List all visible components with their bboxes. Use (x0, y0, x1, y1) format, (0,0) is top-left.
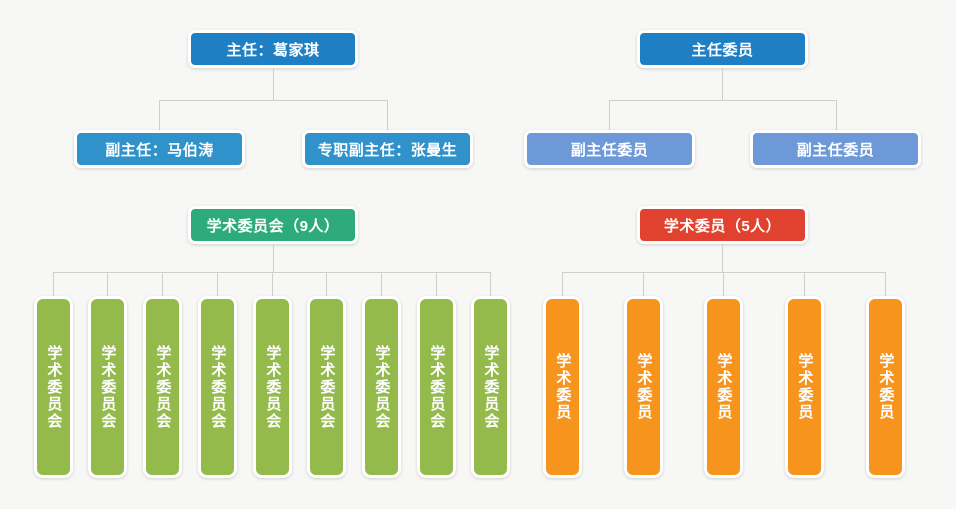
right-root-stem (722, 68, 723, 100)
right-leaf-drop-5 (885, 272, 886, 296)
left-leaf-node-8[interactable]: 学术委员会 (417, 296, 456, 478)
left-leaf-node-2[interactable]: 学术委员会 (88, 296, 127, 478)
left-deputy-drop-1 (159, 100, 160, 130)
right-leaf-label-4: 学术委员 (796, 353, 814, 421)
right-leaf-node-3[interactable]: 学术委员 (704, 296, 743, 478)
right-leaf-label-3: 学术委员 (715, 353, 733, 421)
left-leaf-node-7[interactable]: 学术委员会 (362, 296, 401, 478)
right-leaf-label-2: 学术委员 (635, 353, 653, 421)
left-leaf-label-6: 学术委员会 (318, 344, 336, 430)
left-leaf-node-4[interactable]: 学术委员会 (198, 296, 237, 478)
right-deputy-drop-2 (836, 100, 837, 130)
left-leaf-label-8: 学术委员会 (428, 344, 446, 430)
left-group-stem (273, 244, 274, 272)
left-leaf-node-1[interactable]: 学术委员会 (34, 296, 73, 478)
left-deputy-bus (159, 100, 387, 101)
left-deputy-drop-2 (387, 100, 388, 130)
right-leaf-drop-2 (643, 272, 644, 296)
left-leaf-label-9: 学术委员会 (482, 344, 500, 430)
right-leaf-drop-4 (804, 272, 805, 296)
left-leaf-label-4: 学术委员会 (209, 344, 227, 430)
left-leaf-node-9[interactable]: 学术委员会 (471, 296, 510, 478)
left-leaf-bus (53, 272, 490, 273)
left-deputy-node-1[interactable]: 副主任：马伯涛 (74, 130, 245, 168)
right-group-stem (722, 244, 723, 272)
right-leaf-label-5: 学术委员 (877, 353, 895, 421)
left-leaf-drop-7 (381, 272, 382, 296)
right-leaf-bus (562, 272, 886, 273)
left-leaf-drop-1 (53, 272, 54, 296)
right-leaf-label-1: 学术委员 (554, 353, 572, 421)
right-root-node[interactable]: 主任委员 (637, 30, 808, 68)
left-leaf-node-5[interactable]: 学术委员会 (253, 296, 292, 478)
left-leaf-drop-4 (217, 272, 218, 296)
left-leaf-label-1: 学术委员会 (45, 344, 63, 430)
left-root-node[interactable]: 主任：葛家琪 (188, 30, 358, 68)
right-leaf-node-2[interactable]: 学术委员 (624, 296, 663, 478)
right-leaf-node-5[interactable]: 学术委员 (866, 296, 905, 478)
left-leaf-drop-3 (162, 272, 163, 296)
right-leaf-drop-1 (562, 272, 563, 296)
left-leaf-label-3: 学术委员会 (154, 344, 172, 430)
left-leaf-drop-2 (107, 272, 108, 296)
right-deputy-node-1[interactable]: 副主任委员 (524, 130, 695, 168)
left-leaf-node-3[interactable]: 学术委员会 (143, 296, 182, 478)
right-deputy-drop-1 (609, 100, 610, 130)
right-group-node[interactable]: 学术委员（5人） (637, 206, 808, 244)
left-leaf-drop-8 (436, 272, 437, 296)
left-leaf-label-2: 学术委员会 (99, 344, 117, 430)
right-deputy-node-2[interactable]: 副主任委员 (750, 130, 921, 168)
left-leaf-label-5: 学术委员会 (264, 344, 282, 430)
left-leaf-drop-5 (272, 272, 273, 296)
right-deputy-bus (609, 100, 836, 101)
right-leaf-drop-3 (723, 272, 724, 296)
left-leaf-drop-9 (490, 272, 491, 296)
left-leaf-drop-6 (326, 272, 327, 296)
left-root-stem (273, 68, 274, 100)
right-leaf-node-1[interactable]: 学术委员 (543, 296, 582, 478)
right-leaf-node-4[interactable]: 学术委员 (785, 296, 824, 478)
left-deputy-node-2[interactable]: 专职副主任：张曼生 (302, 130, 473, 168)
left-group-node[interactable]: 学术委员会（9人） (188, 206, 358, 244)
left-leaf-label-7: 学术委员会 (373, 344, 391, 430)
left-leaf-node-6[interactable]: 学术委员会 (307, 296, 346, 478)
